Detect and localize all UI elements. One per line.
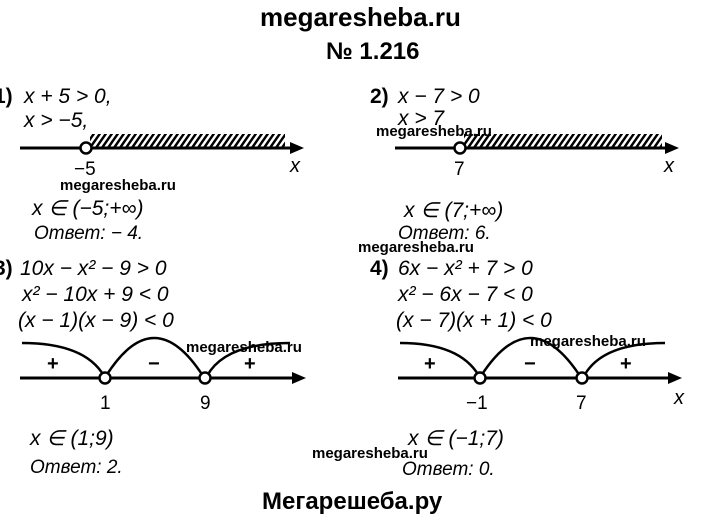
problem-4-axis-label: x [674,387,684,409]
number-line-2 [395,134,679,155]
problem-2-answer: Ответ: 6. [398,223,491,244]
problem-4-line-3: (x − 7)(x + 1) < 0 [396,309,552,332]
open-point-3a [98,371,112,385]
problem-3-sign-2: − [148,353,160,375]
problem-2-solution: x ∈ (7;+∞) [404,199,504,222]
problem-3-tick-2: 9 [200,393,211,414]
problem-1-line-2: x > −5, [24,109,89,132]
problem-3-tick-1: 1 [100,393,111,414]
problem-4-sign-1: + [424,353,436,375]
watermark-1: megaresheba.ru [60,177,176,194]
problem-1-solution: x ∈ (−5;+∞) [32,197,144,220]
problem-3-label: 3) [0,257,13,280]
number-line-1 [20,134,304,155]
problem-number: № 1.216 [326,38,420,65]
problem-4-label: 4) [370,257,389,280]
watermark-3: megaresheba.ru [358,239,474,256]
problem-1-tick: −5 [74,159,96,180]
hatched-region-2 [464,134,662,148]
problem-3-sign-1: + [47,353,59,375]
problem-2-line-2: x > 7 [398,107,445,130]
watermark-6: megaresheba.ru [312,445,428,462]
problem-4-tick-2: 7 [576,393,587,414]
watermark-4: megaresheba.ru [186,339,302,356]
problem-4-answer: Ответ: 0. [402,459,495,480]
problem-4-line-2: x² − 6x − 7 < 0 [398,283,533,306]
number-line-3 [20,336,306,385]
problem-1-axis-label: x [290,155,300,177]
problem-1-label: 1) [0,85,13,108]
problem-2-axis-label: x [664,155,674,177]
problem-3-line-2: x² − 10x + 9 < 0 [22,283,169,306]
problem-3-line-3: (x − 1)(x − 9) < 0 [18,309,174,332]
open-point-4a [473,371,487,385]
open-point-3b [198,371,212,385]
site-footer: Мегарешеба.ру [262,488,443,515]
problem-4-sign-3: + [620,353,632,375]
problem-1-line-1: x + 5 > 0, [24,85,112,108]
problem-1-answer: Ответ: − 4. [34,223,144,244]
problem-2-tick: 7 [454,159,465,180]
watermark-2: megaresheba.ru [376,123,492,140]
open-point-4b [575,371,589,385]
problem-3-answer: Ответ: 2. [30,457,123,478]
problem-2-line-1: x − 7 > 0 [398,85,480,108]
problem-4-sign-2: − [524,353,536,375]
watermark-5: megaresheba.ru [530,333,646,350]
problem-4-solution: x ∈ (−1;7) [408,427,504,450]
problem-4-line-1: 6x − x² + 7 > 0 [398,257,533,280]
problem-3-solution: x ∈ (1;9) [30,427,114,450]
problem-3-sign-3: + [244,353,256,375]
problem-2-label: 2) [370,85,389,108]
open-point-2 [453,141,467,155]
hatched-region-1 [90,134,285,148]
open-point-1 [79,141,93,155]
problem-3-line-1: 10x − x² − 9 > 0 [20,257,167,280]
problem-4-tick-1: −1 [466,393,488,414]
site-header: megaresheba.ru [260,2,461,32]
number-line-4 [398,336,682,385]
